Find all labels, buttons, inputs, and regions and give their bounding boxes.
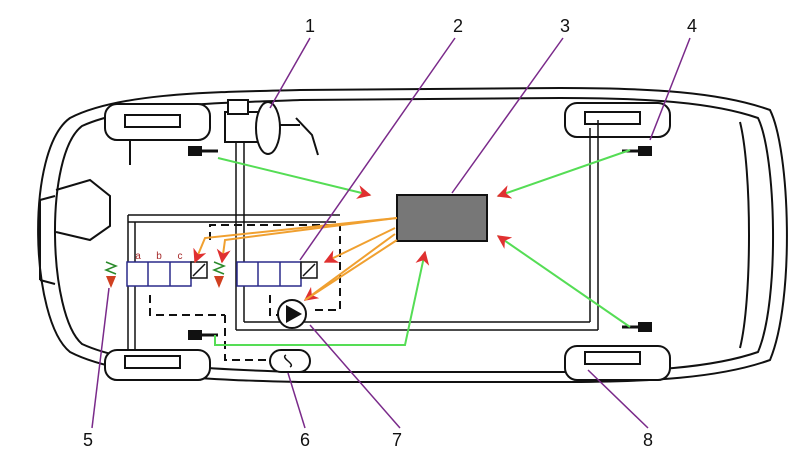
callout-2: 2 [453, 16, 463, 36]
wheel-front-right [564, 102, 671, 138]
wheel-rear-right [564, 345, 671, 381]
wheel-rear-left [104, 349, 211, 381]
wheel-speed-sensor-rear-left [188, 330, 218, 340]
sensor-signal-wires [214, 149, 631, 346]
callout-3: 3 [560, 16, 570, 36]
valve-letter-b: b [156, 251, 162, 262]
callout-5: 5 [83, 430, 93, 450]
spring-left [103, 261, 119, 288]
callout-8: 8 [643, 430, 653, 450]
callout-4: 4 [687, 16, 697, 36]
wheel-front-left [104, 103, 211, 165]
car-body-outline [37, 86, 788, 383]
electronic-control-unit [396, 194, 488, 242]
callout-leader-lines [91, 37, 691, 429]
valve-letter-c: c [178, 251, 183, 262]
return-lines [149, 224, 341, 361]
return-pump [277, 299, 307, 329]
spring-right [211, 261, 227, 288]
callout-6: 6 [300, 430, 310, 450]
brake-master-cylinder [224, 99, 319, 156]
control-signal-wires [193, 217, 398, 301]
wheel-speed-sensor-front-left [188, 146, 218, 156]
callout-7: 7 [392, 430, 402, 450]
solenoid-valve-right [236, 261, 318, 287]
low-pressure-accumulator [269, 349, 311, 373]
valve-letter-a: a [135, 251, 141, 262]
callout-1: 1 [305, 16, 315, 36]
solenoid-valve-left [126, 261, 208, 287]
